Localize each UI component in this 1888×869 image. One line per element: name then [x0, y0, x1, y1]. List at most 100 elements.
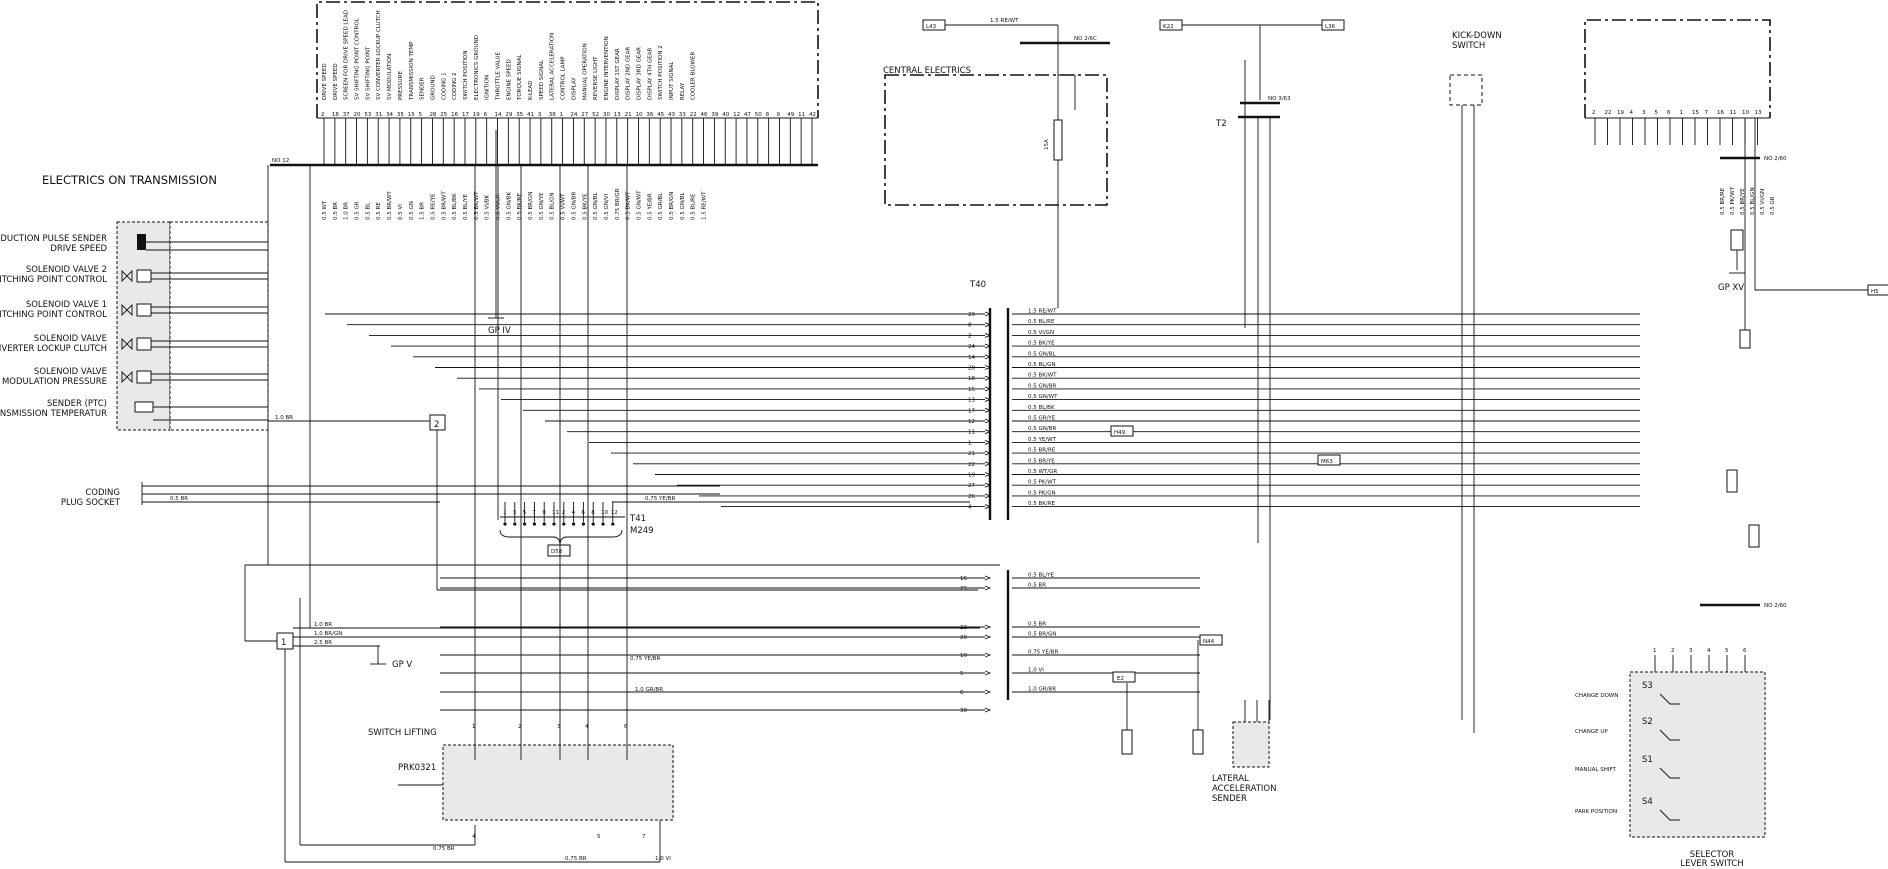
induction-sender: INDUCTION PULSE SENDER DRIVE SPEED — [0, 234, 146, 254]
selector-switch-icon — [1659, 693, 1680, 705]
ecu-pin-label: COOLER BLOWER — [691, 52, 697, 100]
ecu-wire-label: 0.5 BK/WT — [474, 191, 480, 220]
ecu-wire-label: 0.5 YE/BR — [647, 193, 653, 220]
k22-ref: K22 — [1163, 24, 1174, 30]
sv1-label-2: SWITCHING POINT CONTROL — [0, 310, 107, 320]
prk-label: PRK0321 — [398, 763, 436, 773]
t40-low-wire-label: 0.5 BR — [1028, 622, 1046, 628]
ecu-pin-label: SWITCH POSITION 2 — [658, 45, 664, 100]
t40-wire-label: 0.5 BL/GN — [1028, 362, 1056, 368]
t40-arrow — [984, 375, 992, 381]
t40-pin-number: 17 — [968, 408, 975, 414]
no12-label: NO 12 — [272, 158, 289, 164]
coding-label-1: CODING — [85, 488, 120, 498]
ecu-pin-number: 38 — [549, 112, 556, 118]
t41-pin-dot — [552, 522, 556, 526]
selector-pin-number: 5 — [1655, 110, 1659, 116]
t40-pin-number: 28 — [968, 366, 975, 372]
ecu-pin-label: DRIVE SPEED — [333, 63, 339, 100]
induction-sender-icon — [137, 234, 146, 250]
central-electrics: CENTRAL ELECTRICS L43 1.5 RE/WT NO 2/6C … — [883, 18, 1110, 308]
t41-pin-dot — [523, 522, 527, 526]
switch-pin-top: 1 — [472, 724, 476, 730]
t40-pin-number: 14 — [968, 355, 975, 361]
svm-label-2: MODULATION PRESSURE — [2, 377, 107, 387]
t40-wire-label: 0.5 GN/WT — [1028, 394, 1058, 400]
t2-connector: K22 L36 NO 3/63 T2 — [1159, 19, 1345, 720]
gp5-label: GP V — [392, 660, 412, 670]
m63-ref: M63 — [1321, 459, 1333, 465]
ecu-wire-label: 0.5 BK/YE — [582, 193, 588, 220]
left-bus-label-1: 1.0 BR — [314, 622, 332, 628]
ecu-pin-number: 36 — [646, 112, 653, 118]
selector-wire-label: 0.5 BR/YE — [1740, 188, 1746, 215]
t40-arrow — [984, 429, 992, 435]
selector-position-label: MANUAL SHIFT — [1575, 767, 1617, 773]
t40-low-arrow — [984, 689, 992, 695]
ecu-wire-label: 0.5 GR — [355, 201, 361, 220]
t40-pin-number: 12 — [968, 419, 975, 425]
t40-arrow — [984, 439, 992, 445]
t40-pin-number: 22 — [968, 462, 975, 468]
solenoid-valve-icon — [121, 337, 133, 351]
ecu-pin-number: 52 — [592, 112, 599, 118]
ecu-wire-label: 0.5 GN/BL — [680, 192, 686, 220]
solenoid-coil-icon — [136, 337, 152, 351]
ecu-wire-label: 0.5 BR/GN — [528, 192, 534, 220]
ecu-wire-label: 1.5 RE/WT — [702, 191, 708, 220]
t41-pin-number: 12 — [611, 510, 618, 516]
ecu-wire-label: 0.5 BR/WT — [387, 191, 393, 220]
ecu-pin-number: 30 — [603, 112, 610, 118]
solenoid-valve-icon — [121, 303, 133, 317]
switch-pin-top: 6 — [624, 724, 628, 730]
selector-pin-number: 10 — [1742, 110, 1749, 116]
ecu-pin-number: 16 — [451, 112, 458, 118]
switch-pin-top: 4 — [585, 724, 589, 730]
kickdown-label-1: KICK-DOWN — [1452, 31, 1502, 41]
t40-wire-label: 0.5 YE/WT — [1028, 437, 1057, 443]
selector-pin-number: 7 — [1705, 110, 1709, 116]
gp4-label: GP IV — [488, 326, 511, 336]
ecu-pin-number: 20 — [354, 112, 361, 118]
selector-pin-number: 6 — [1667, 110, 1671, 116]
ecu-wire-label: 0.5 BK/RE — [517, 192, 523, 220]
t40-arrow — [984, 504, 992, 510]
t41-pin-dot — [542, 522, 546, 526]
sv2-label-1: SOLENOID VALVE 2 — [26, 265, 107, 275]
t40-pin-number: 15 — [968, 387, 975, 393]
ecu-pin-label: CODING 2 — [452, 72, 458, 100]
ecu-pin-number: 53 — [364, 112, 371, 118]
selector-bottom-pin: 5 — [1725, 648, 1729, 654]
ecu-wire-label: 0.5 BR/GN — [669, 192, 675, 220]
ecu-wire-label: 0.5 GN/WT — [636, 190, 642, 220]
t41-pin-dot — [572, 522, 576, 526]
selector-pin-number: 16 — [1717, 110, 1724, 116]
t41-pin-number: 6 — [581, 510, 585, 516]
d58-label: D58 — [551, 549, 563, 555]
ecu-wire-label: 0.5 BL/BK — [452, 193, 458, 220]
box-1: 1 — [281, 638, 286, 648]
coding-plug: CODING PLUG SOCKET 0.5 BR — [61, 482, 720, 508]
t41-pin-dot — [503, 522, 507, 526]
ecu-pin-label: TRANSMISSION TEMP — [409, 41, 415, 101]
ecu-pin-label: CODING 1 — [441, 72, 447, 100]
t40-arrow — [984, 397, 992, 403]
selector-switch-icon — [1659, 767, 1680, 779]
sv1-label-1: SOLENOID VALVE 1 — [26, 300, 107, 310]
solenoid-valve-modulation: SOLENOID VALVE MODULATION PRESSURE — [2, 367, 107, 387]
t40-wire-label: 0.5 GN/BL — [1028, 351, 1056, 357]
coding-wire-label: 0.5 BR — [170, 496, 188, 502]
t40-wire-label: 0.5 BK/RE — [1028, 501, 1056, 507]
selector-pin-number: 19 — [1617, 110, 1624, 116]
t41-pin-dot — [513, 522, 517, 526]
solenoid-coil-icon — [136, 370, 152, 384]
ecu-pin-label: SCREEN FOR DRIVE SPEED LEAD — [344, 10, 350, 100]
t40-low-pin-number: 6 — [960, 690, 964, 696]
gp15-label: GP XV — [1718, 283, 1744, 293]
ecu-pin-number: 17 — [462, 112, 469, 118]
